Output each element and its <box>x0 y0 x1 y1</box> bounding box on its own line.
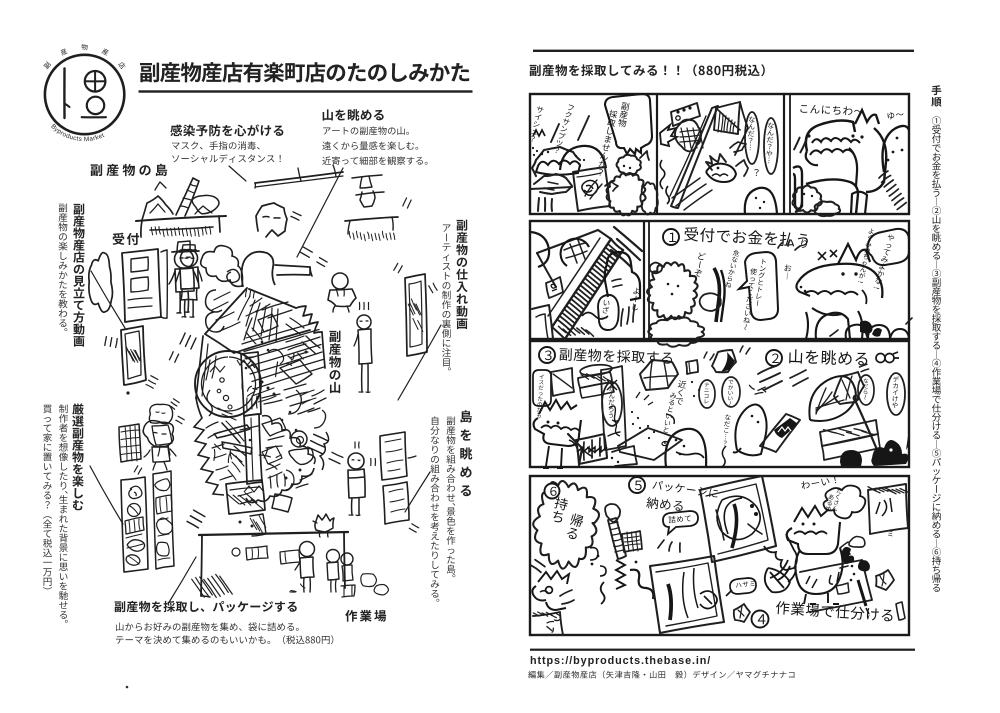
svg-text:https://byproducts.thebase.in/: https://byproducts.thebase.in/ <box>530 655 711 667</box>
